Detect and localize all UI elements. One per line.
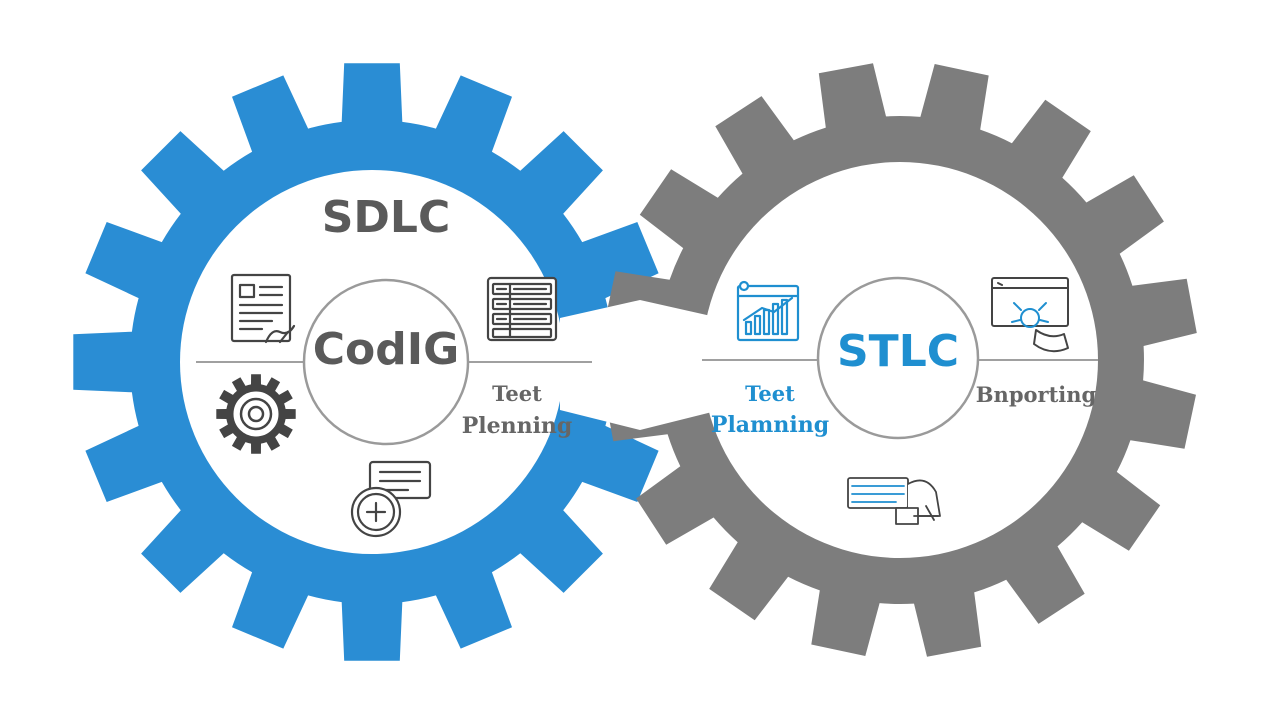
sdlc-title: SDLC: [322, 192, 451, 243]
sdlc-hub-ring: [302, 278, 470, 446]
sdlc-side-label-line2: Plenning: [462, 413, 573, 439]
stlc-side-label-line1: Teet: [745, 381, 795, 406]
sdlc-side-label-line1: Teet: [492, 381, 542, 406]
bug-window-icon: [991, 277, 1069, 353]
stlc-hub-label: STLC: [837, 326, 959, 377]
checklist-icon: [486, 276, 558, 342]
document-icon: [230, 273, 296, 344]
gear-bridge: [560, 300, 720, 430]
stlc-right-label: Bnporting: [976, 382, 1097, 407]
chart-report-icon: [736, 280, 800, 342]
settings-gear-icon: [216, 374, 296, 454]
stlc-side-label-line2: Plamning: [711, 412, 829, 438]
sdlc-hub-label: CodIG: [313, 324, 460, 375]
comment-card-icon: [350, 460, 432, 538]
test-station-icon: [847, 477, 941, 525]
stlc-hub-ring: [816, 276, 980, 440]
